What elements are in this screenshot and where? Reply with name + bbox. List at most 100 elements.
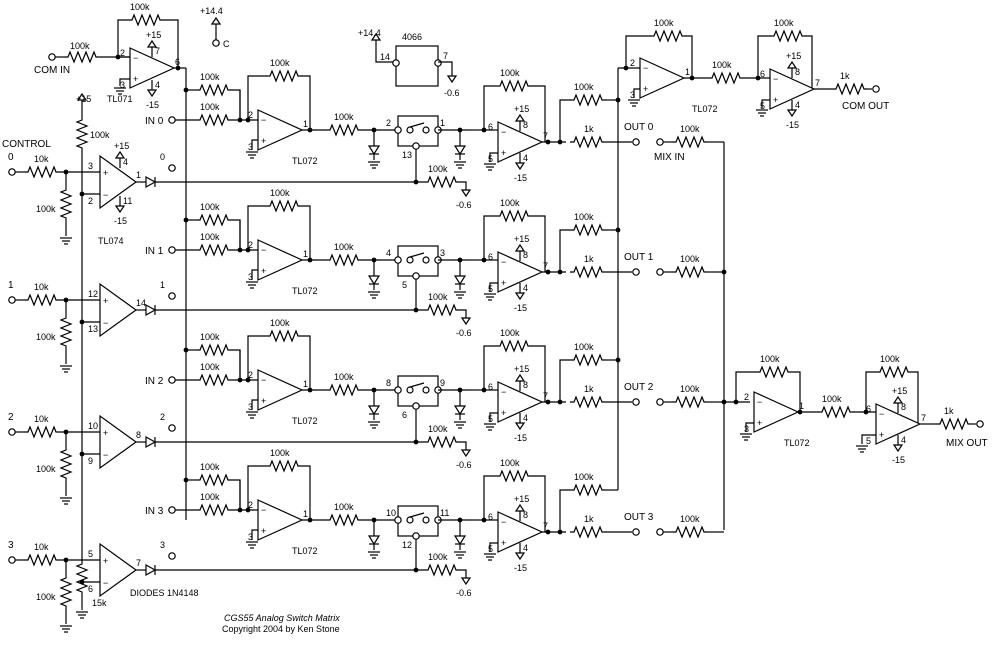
resistor [127,14,165,26]
supply-label: -0.6 [456,588,472,598]
resistor-value: 100k [200,102,220,112]
resistor [325,514,363,526]
resistor-value: 100k [760,354,780,364]
junction-dot [245,377,251,383]
ground-symbol [483,163,497,171]
op-amp-input-sign: − [261,375,266,385]
pin [434,59,442,67]
junction-dot [175,65,181,71]
junction-dot [307,387,313,393]
ic-label: TL072 [692,104,718,114]
supply-label: -0.6 [456,200,472,210]
diode [145,175,157,189]
resistor [195,114,233,126]
stage1-op-amp-2 [257,369,304,411]
op-amp-input-sign: + [879,430,884,440]
wire [633,88,640,98]
wire [302,75,311,130]
wire [483,475,496,520]
pin-number: 7 [443,51,448,61]
tl071-op-amp [129,47,176,89]
switch-contact [422,126,430,134]
op-amp-input-sign: + [501,278,506,288]
junction-dot [545,399,551,405]
op-amp-input-sign: + [501,408,506,418]
stage2-op-amp-0 [497,121,544,163]
resistor-value: 100k [334,372,354,382]
pin-number: 4 [123,157,128,167]
op-amp-input-sign: − [133,53,138,63]
control-node-terminal [168,164,176,172]
clamp-diode [453,275,467,286]
resistor-value: 100k [574,212,594,222]
pin-number: 9 [88,456,93,466]
op-amp-input-sign: + [103,428,108,438]
pin-number: 5 [488,414,493,424]
op-amp-input-sign: − [103,578,108,588]
pin [394,256,402,264]
resistor-value: 100k [200,202,220,212]
resistor [195,504,233,516]
junction-dot [245,117,251,123]
control-number: 3 [8,540,14,551]
pin-number: 8 [523,120,528,130]
mix-input-terminal [656,268,664,276]
pin-number: 2 [88,196,93,206]
resistor-value: 100k [654,18,674,28]
junction-dot [545,139,551,145]
op-amp-input-sign: + [261,526,266,536]
resistor [649,30,687,42]
ground-symbol [367,421,381,429]
input-label: IN 3 [145,506,164,517]
analog-switch-1 [397,245,439,277]
supply-label: +15 [514,234,529,244]
resistor [569,484,607,496]
supply-label: -15 [146,100,159,110]
resistor-value: 100k [500,328,520,338]
resistor-value: 100k [130,2,150,12]
junction-dot [689,75,695,81]
pin-number: 4 [523,543,528,553]
output-label: OUT 2 [624,382,654,393]
pin-number: 12 [402,540,412,550]
junction-dot [755,75,761,81]
pin-number: 6 [488,512,493,522]
resistor-value: 100k [428,292,448,302]
resistor [325,254,363,266]
resistor-value: 1k [944,406,954,416]
supply-symbol [211,17,221,25]
resistor-value: 100k [574,342,594,352]
supply-symbol [515,292,525,300]
pin-number: 4 [386,248,391,258]
analog-switch-3 [397,505,439,537]
ic-label: TL072 [292,416,318,426]
control-number: 2 [8,412,14,423]
wire [532,215,546,272]
wire [559,489,570,532]
wire [757,35,770,78]
op-amp-input-sign: − [501,387,506,397]
pin-number: 8 [386,378,391,388]
supply-symbol [461,317,471,325]
ground-symbol [453,421,467,429]
pin-number: 8 [136,430,141,440]
pin-number: 3 [744,424,749,434]
stage1-op-amp-1 [257,239,304,281]
resistor-value: 100k [334,242,354,252]
resistor [195,474,233,486]
resistor [569,94,607,106]
resistor-value: 100k [334,112,354,122]
op-amp-input-sign: − [643,63,648,73]
junction-dot [481,127,487,133]
op-amp-input-sign: + [501,538,506,548]
control-3-terminal [8,556,16,564]
pin [394,386,402,394]
ic-label: TL072 [784,438,810,448]
resistor [935,418,973,430]
pin-number: 3 [440,248,445,258]
pin-number: 3 [248,272,253,282]
resistor [671,136,709,148]
wire [559,359,570,402]
pin-number: 1 [136,170,141,180]
ground-symbol [453,161,467,169]
